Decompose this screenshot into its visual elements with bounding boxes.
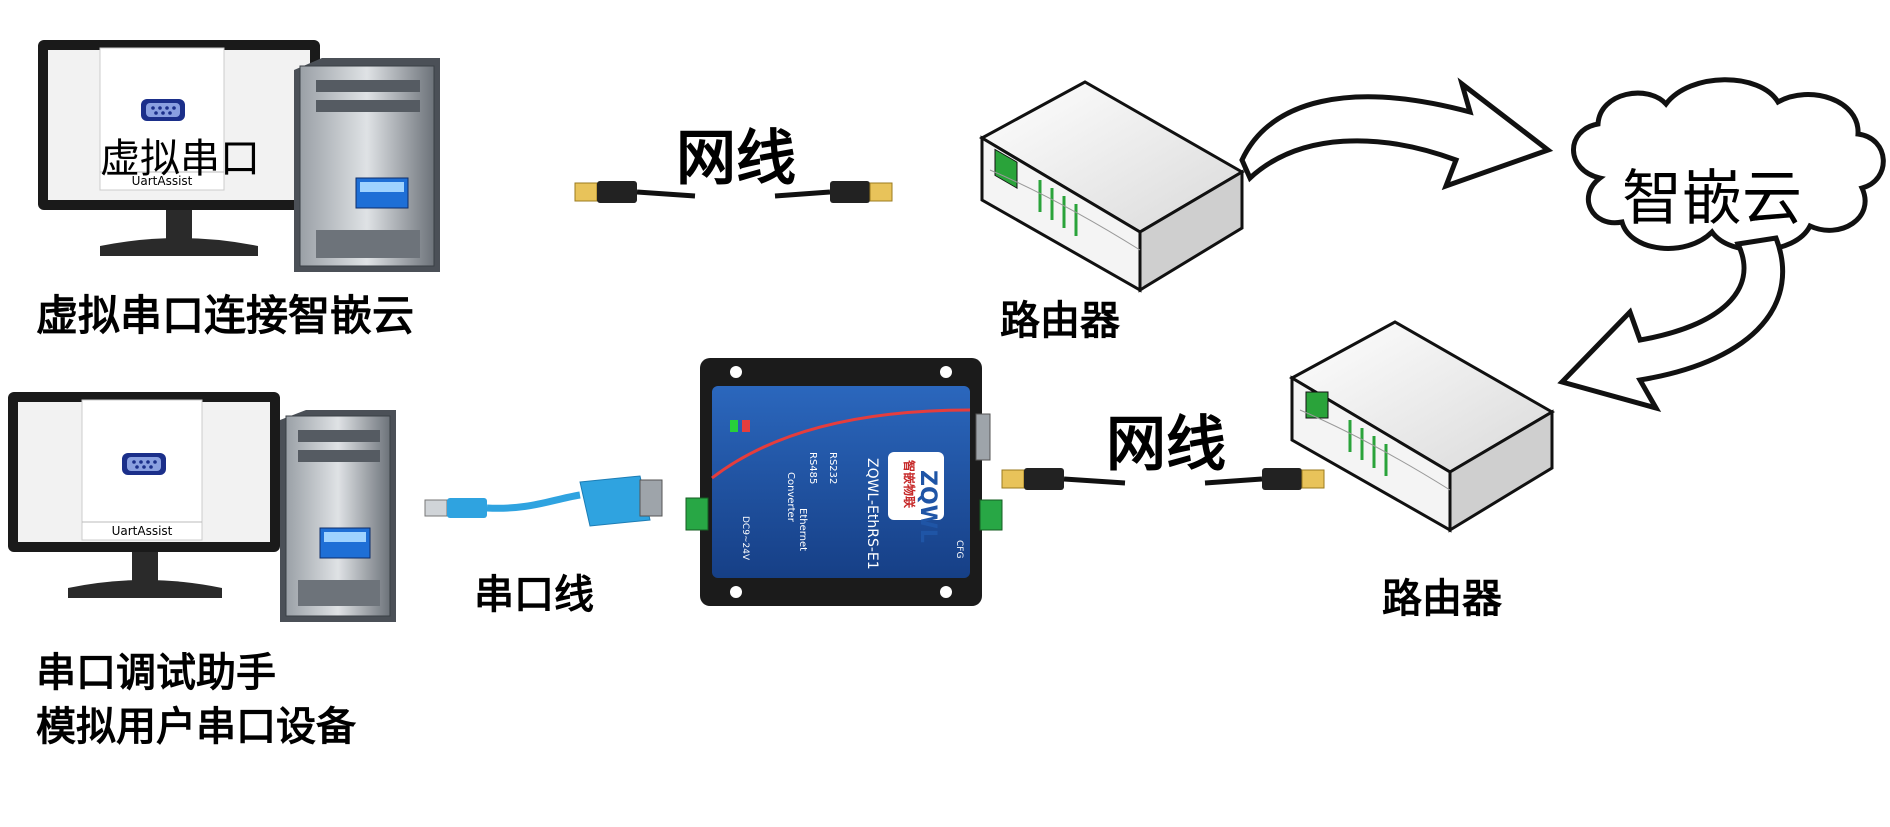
pc-bottom-caption-line2: 模拟用户串口设备 [36,704,356,750]
router-bottom-label: 路由器 [1382,576,1502,622]
pc-tower-bottom [280,410,396,622]
serial-ethernet-converter [685,358,1003,606]
device-model: ZQWL-EthRS-E1 [864,458,880,570]
device-port-rs485: RS485 [807,452,818,485]
device-brand: ZQWL [915,470,940,543]
arrow-cloud-to-router [1557,235,1786,413]
virtual-port-screen-title: 虚拟串口 [100,136,260,182]
pc-top [38,40,440,272]
ethernet-cable-top [574,181,893,203]
device-power: DC9~24V [740,516,750,561]
pc-bottom [8,392,396,622]
device-led-red [742,420,750,432]
usb-serial-cable [424,475,663,527]
router-top-label: 路由器 [1000,298,1120,344]
pc-bottom-caption-line1: 串口调试助手 [36,650,276,696]
ethernet-cable-bottom [1001,468,1325,490]
device-logo-badge [888,452,944,520]
cloud-shape [1571,77,1886,253]
device-led-green [730,420,738,432]
cable-top-label: 网线 [676,124,796,194]
cable-bottom-label: 网线 [1106,410,1226,480]
device-brand-cn: 智嵌物联 [902,460,916,509]
uartassist-label-top: UartAssist [131,174,193,188]
cloud-label: 智嵌云 [1622,164,1802,234]
arrow-router-to-cloud [1239,77,1554,191]
device-port-ethernet: Ethernet [797,508,808,552]
power-terminal-left [685,497,709,531]
pc-tower-top [294,58,440,272]
device-port-rs232: RS232 [827,452,838,485]
serial-port-icon-bottom [122,453,166,475]
monitor-stand [100,238,258,256]
uartassist-label-bottom: UartAssist [111,524,173,538]
pc-top-caption: 虚拟串口连接智嵌云 [36,291,415,340]
device-converter: Converter [785,472,796,522]
router-top [978,80,1245,293]
serial-port-icon [141,99,185,121]
router-bottom [1288,320,1555,533]
rs485-terminal-right [979,499,1003,531]
serial-cable-label: 串口线 [474,572,594,618]
device-cfg: CFG [954,540,964,559]
rs232-port [975,413,991,461]
